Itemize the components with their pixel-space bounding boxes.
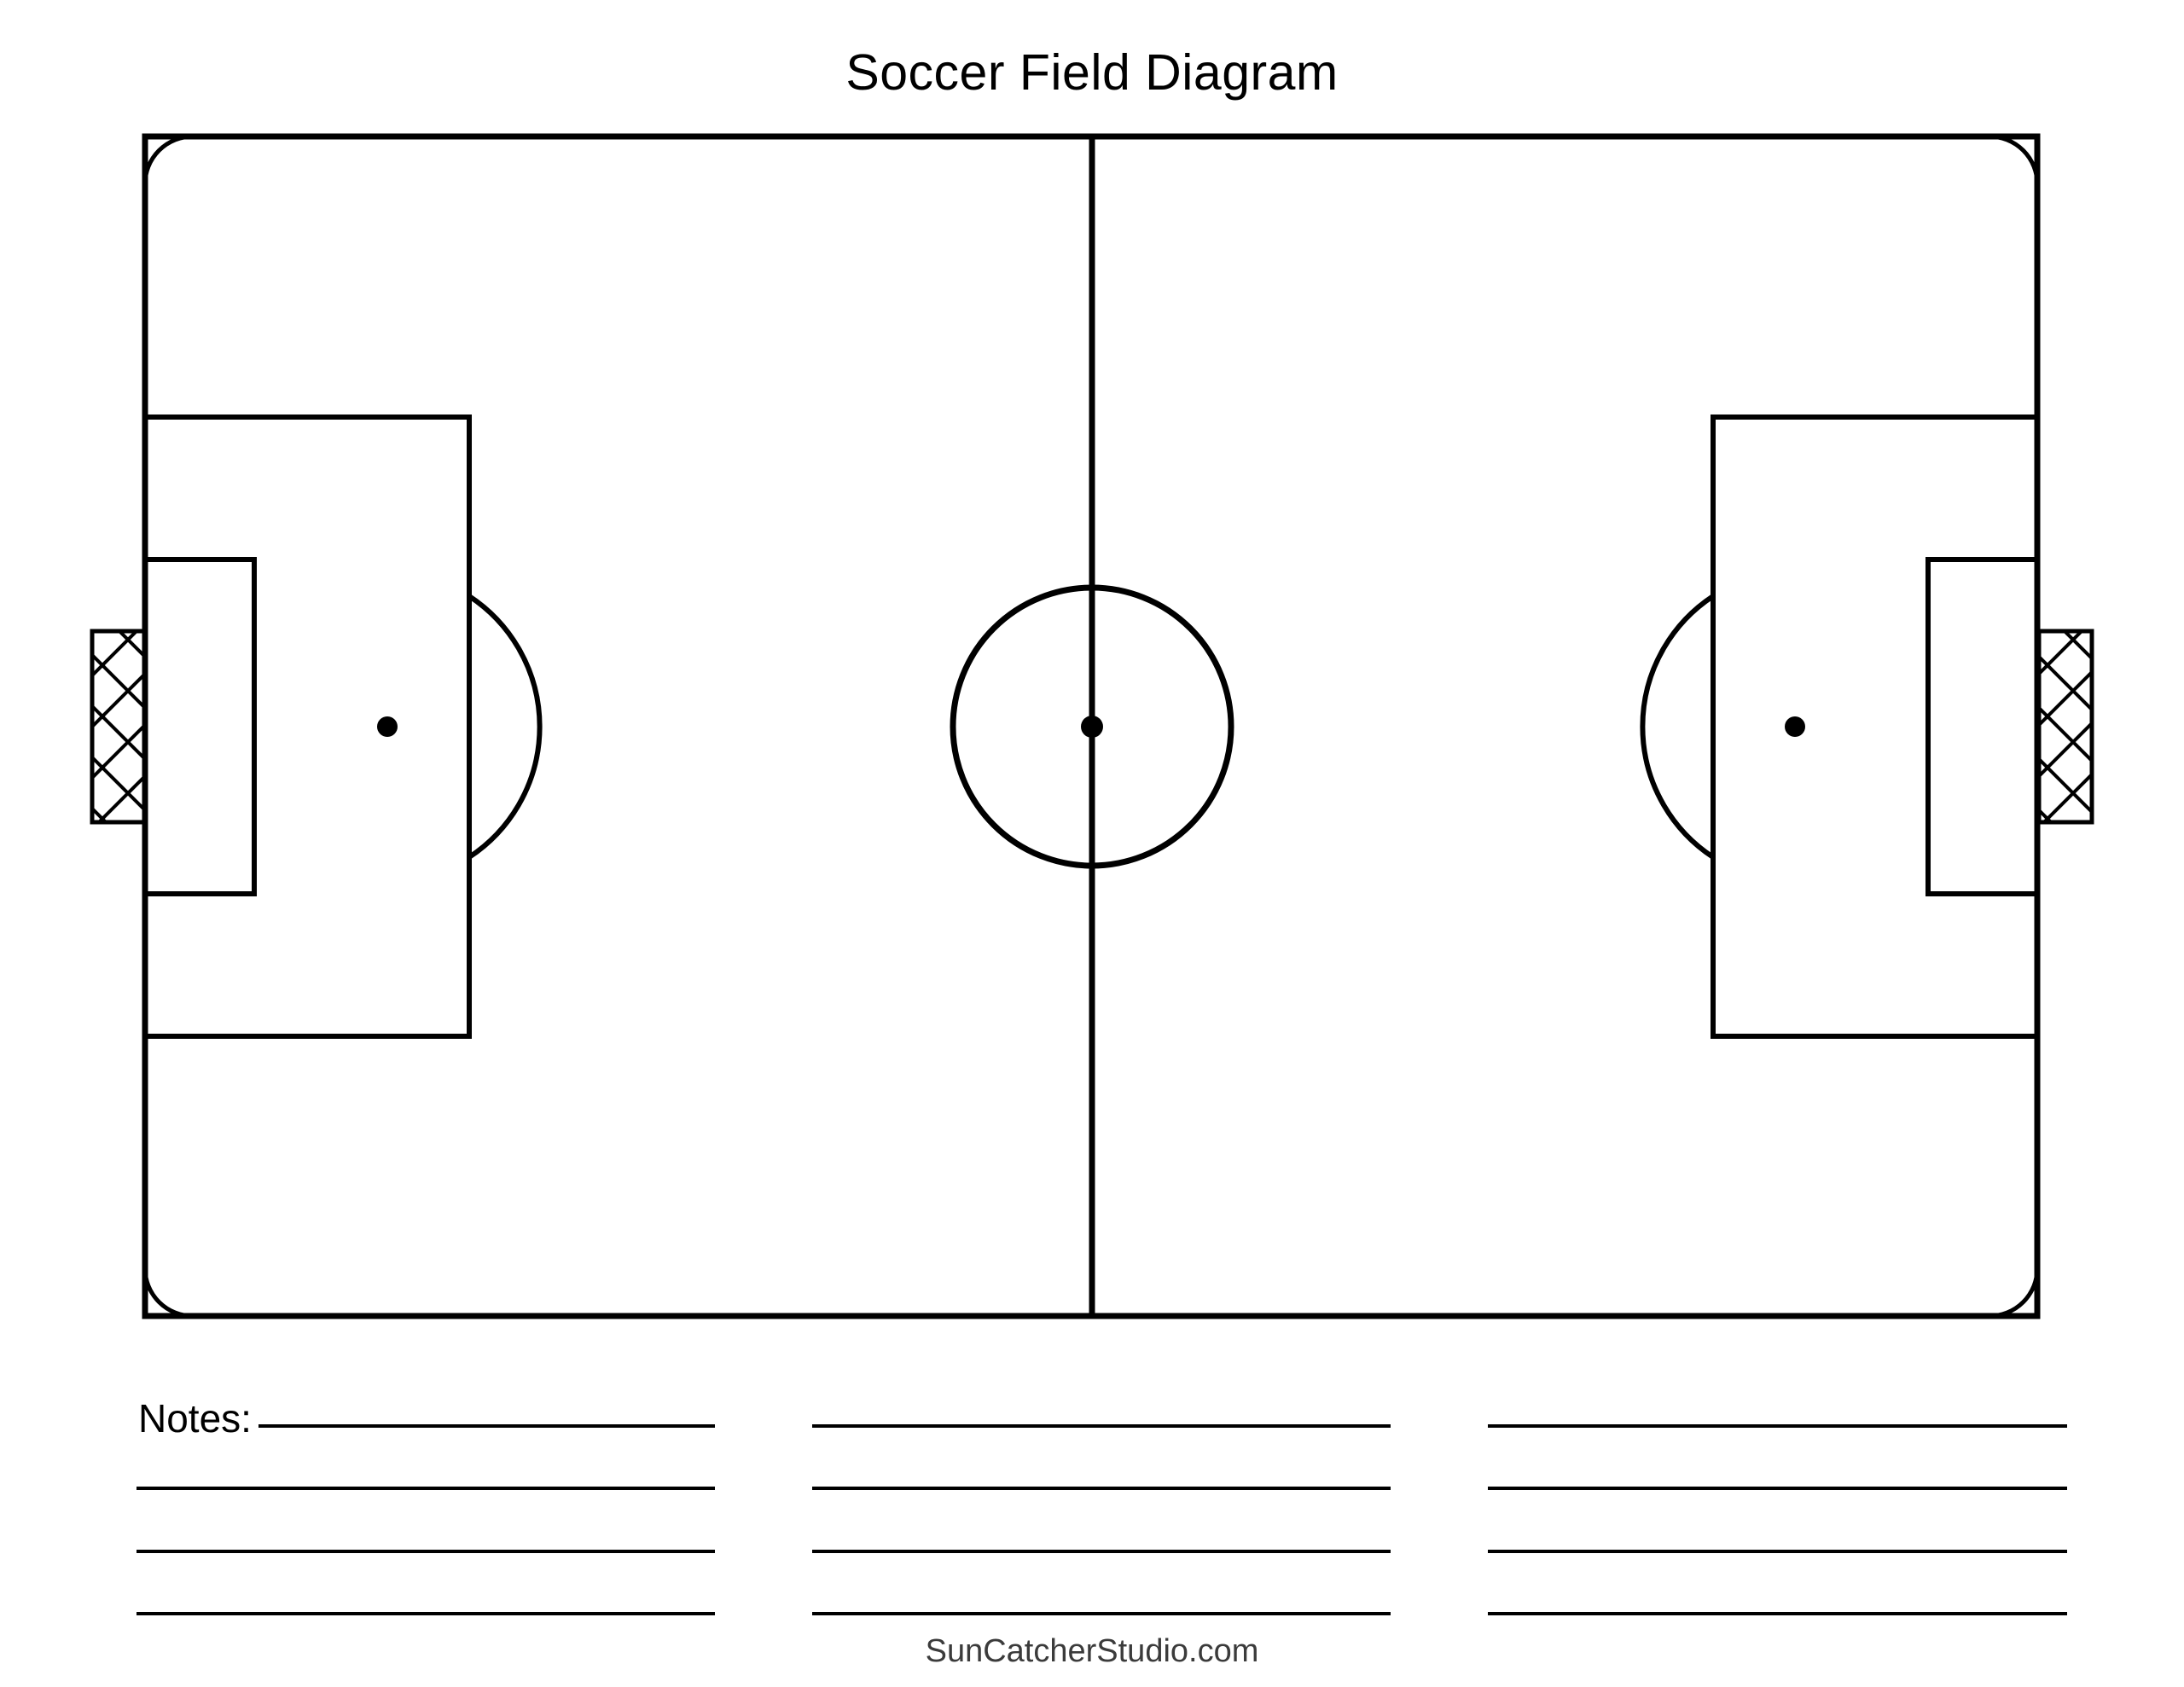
corner-arc-bottom-left — [142, 1267, 194, 1319]
center-spot — [1081, 716, 1103, 738]
corner-arc-top-right — [1989, 134, 2040, 185]
penalty-spot-left — [377, 716, 398, 737]
note-line — [1488, 1550, 2067, 1553]
corner-arc-bottom-right — [1989, 1267, 2040, 1319]
page-title: Soccer Field Diagram — [845, 44, 1339, 101]
penalty-spot-right — [1785, 716, 1805, 737]
note-line — [812, 1550, 1391, 1553]
goal-area-right — [1926, 557, 2040, 896]
penalty-arc-left — [468, 594, 543, 860]
footer-watermark: SunCatcherStudio.com — [925, 1633, 1259, 1669]
corner-arc-top-left — [142, 134, 194, 185]
note-line — [1488, 1424, 2067, 1428]
note-line — [812, 1612, 1391, 1615]
goal-net-right — [2036, 629, 2094, 825]
note-line — [258, 1424, 715, 1428]
notes-column — [812, 1424, 1391, 1620]
goal-net-left — [90, 629, 148, 825]
penalty-area-left — [142, 415, 472, 1039]
penalty-area-right — [1711, 415, 2040, 1039]
notes-column — [1488, 1424, 2067, 1620]
penalty-arc-right — [1640, 594, 1715, 860]
notes-column — [136, 1424, 715, 1620]
note-line — [136, 1612, 715, 1615]
notes-label: Notes: — [138, 1396, 252, 1441]
note-line — [136, 1550, 715, 1553]
center-circle — [950, 584, 1234, 869]
note-line — [812, 1424, 1391, 1428]
note-line — [136, 1487, 715, 1490]
note-line — [1488, 1612, 2067, 1615]
goal-area-left — [142, 557, 257, 896]
note-line — [1488, 1487, 2067, 1490]
note-line — [812, 1487, 1391, 1490]
